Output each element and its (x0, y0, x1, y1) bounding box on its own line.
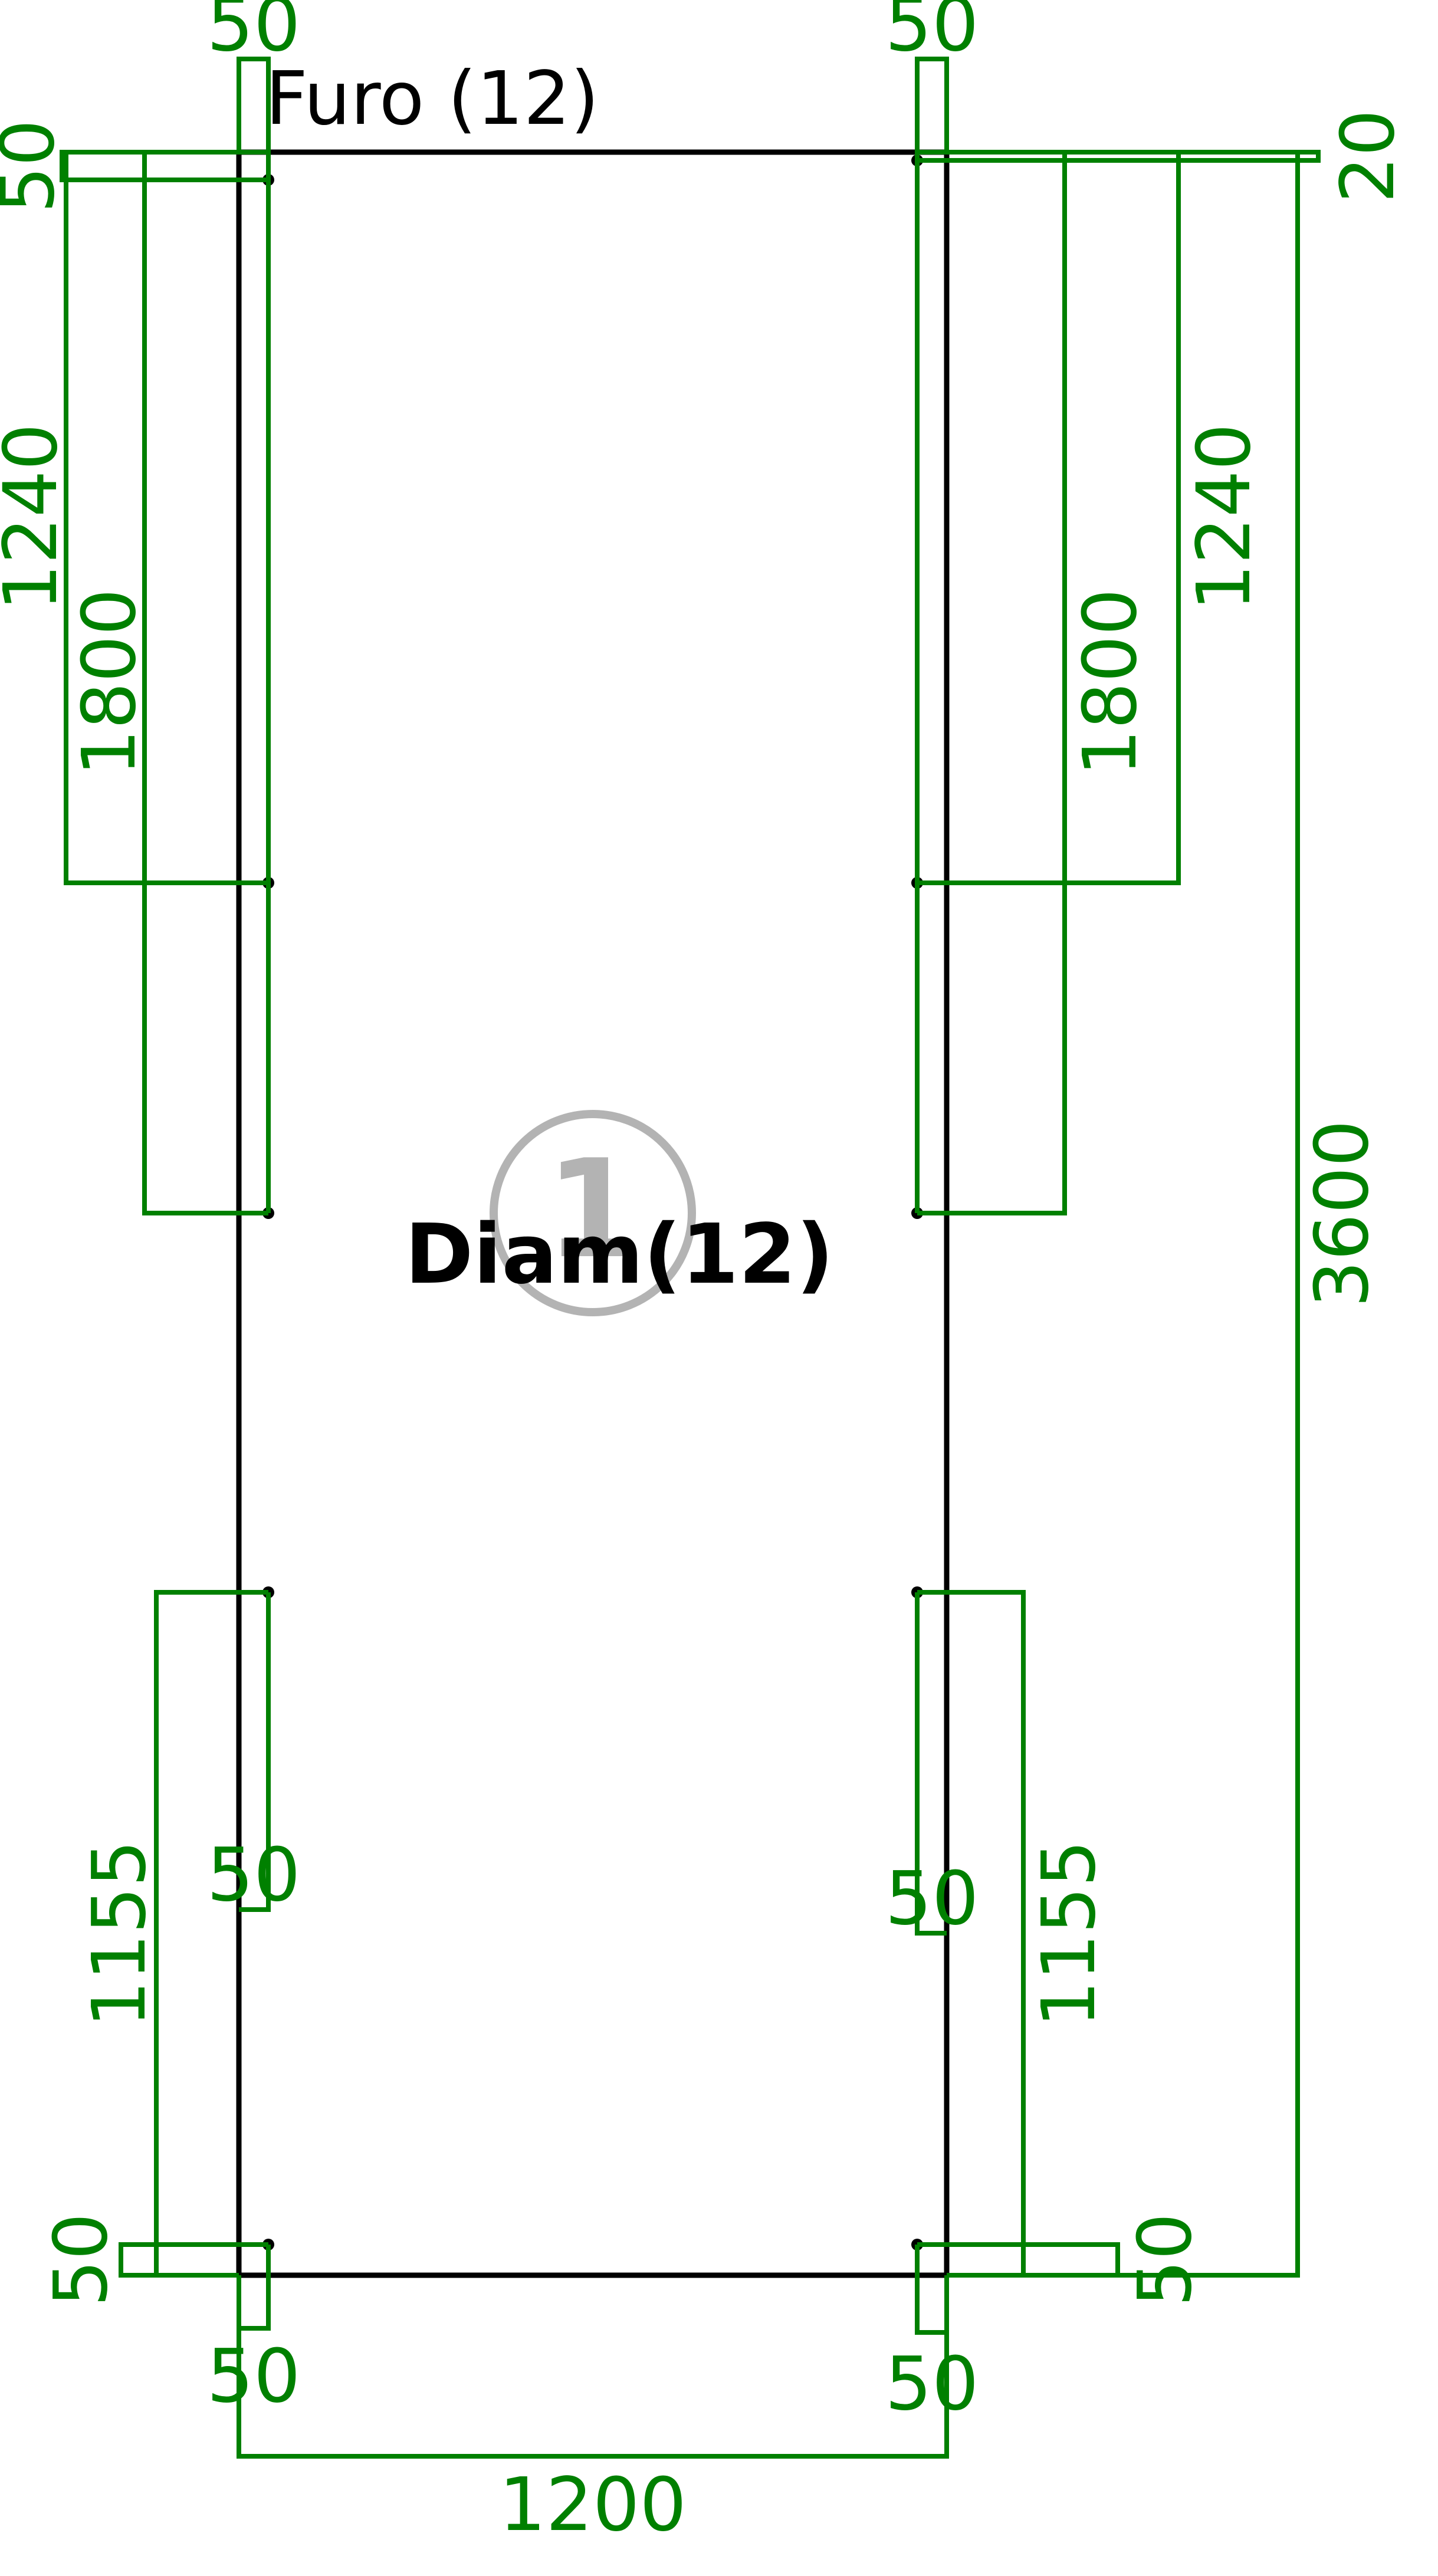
dimension-texts: 50 50 50 20 1240 1800 1800 1240 3600 115… (0, 0, 1411, 2548)
dim-text-left-lower-vertical: 1155 (77, 1840, 162, 2028)
dim-right-lower-hole (915, 1592, 947, 1936)
dim-text-left-lower-hole: 50 (206, 1832, 300, 1918)
dim-top-right-hole (915, 57, 949, 160)
dim-text-bottom-right-hole: 50 (885, 2341, 979, 2427)
dim-left-bottom-offset (119, 2242, 268, 2278)
dimension-lines (60, 57, 1321, 2459)
dim-text-top-left-hole: 50 (206, 0, 300, 68)
dim-text-right-top-offset: 20 (1325, 109, 1411, 203)
diameter-label: Diam(12) (405, 1207, 833, 1303)
badge-circle (490, 1110, 696, 1316)
dim-top-left-hole (237, 57, 271, 180)
dim-text-left-inner-vertical: 1800 (67, 589, 152, 776)
dim-text-right-inner-vertical: 1800 (1068, 589, 1153, 776)
hole-label: Furo (12) (265, 56, 599, 142)
dim-bottom-left-hole (237, 2245, 271, 2331)
dim-overall-width (237, 2275, 949, 2459)
dim-right-bottom-offset (917, 2242, 1120, 2278)
dim-overall-height (947, 150, 1300, 2278)
dim-bottom-right-hole (915, 2245, 949, 2335)
dim-text-right-outer-vertical: 1240 (1181, 423, 1267, 611)
dim-text-right-lower-hole: 50 (885, 1856, 979, 1941)
dim-text-left-top-offset: 50 (0, 119, 71, 213)
dim-text-top-right-hole: 50 (885, 0, 979, 68)
dim-text-right-bottom-offset: 50 (1122, 2213, 1208, 2306)
badge-number: 1 (546, 1131, 640, 1289)
dim-left-inner-vertical (142, 150, 268, 1215)
dim-text-left-bottom-offset: 50 (38, 2213, 124, 2306)
dim-text-bottom-left-hole: 50 (206, 2334, 300, 2419)
dim-right-inner-vertical (917, 150, 1067, 1215)
dim-text-right-lower-vertical: 1155 (1026, 1840, 1112, 2028)
dim-left-lower-vertical (154, 1590, 268, 2278)
dim-text-overall-width: 1200 (499, 2462, 687, 2548)
dim-left-lower-hole (239, 1592, 271, 1912)
dim-text-overall-height: 3600 (1299, 1120, 1385, 1307)
part-badge: 1 (490, 1110, 696, 1316)
dim-text-left-outer-vertical: 1240 (0, 423, 74, 611)
